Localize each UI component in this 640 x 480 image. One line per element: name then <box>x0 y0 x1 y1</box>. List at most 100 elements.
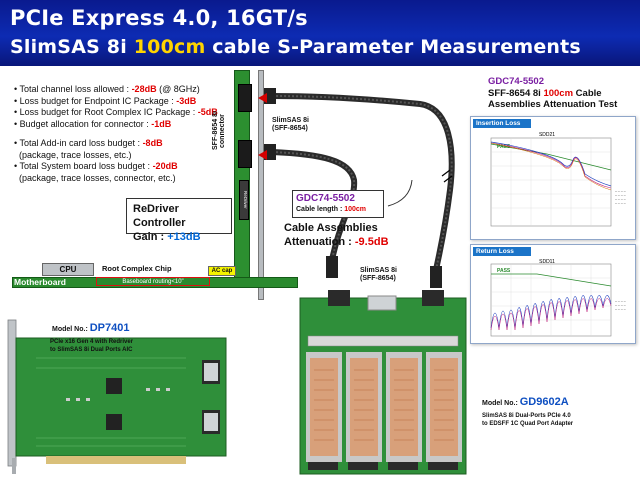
title-line-2: SlimSAS 8i 100cm cable S-Parameter Measu… <box>10 36 581 58</box>
gain-value: +13dB <box>167 231 201 243</box>
gd9602a-model: Model No.: GD9602A <box>482 396 569 408</box>
sdd11-trace-1 <box>490 295 612 329</box>
model-label: Model No.: <box>52 326 90 333</box>
bullet-text: • Loss budget for Endpoint IC Package : <box>14 95 177 106</box>
test-model: GDC74-5502 <box>488 76 544 87</box>
bullet-text: • Budget allocation for connector : <box>14 118 152 129</box>
sdd21-trace-3 <box>490 142 612 191</box>
return-loss-pass: PASS <box>497 268 511 274</box>
insertion-limit-line <box>490 143 612 171</box>
gd9602a-description: SlimSAS 8i Dual-Ports PCIe 4.0 to EDSFF 1… <box>482 412 573 428</box>
test-line-2-post: Cable <box>573 87 602 99</box>
test-line-3: Assemblies Attenuation Test <box>488 99 618 110</box>
slimsas-label-adapter: SlimSAS 8i(SFF-8654) <box>360 267 397 283</box>
redriver-gain: Gain : +13dB <box>133 230 225 244</box>
cable-model: GDC74-5502 <box>296 193 355 204</box>
baseboard-routing: Baseboard routing<10" <box>96 277 210 286</box>
root-complex-label: Root Complex Chip <box>102 264 172 273</box>
redriver-title: ReDriver Controller <box>133 203 186 229</box>
bullet-value: -5dB <box>197 107 218 117</box>
slimsas-label-card: SlimSAS 8i(SFF-8654) <box>272 117 309 133</box>
title-line-2-pre: SlimSAS 8i <box>10 36 134 58</box>
return-limit-line <box>491 273 612 287</box>
bullet-endpoint: • Loss budget for Endpoint IC Package : … <box>14 96 246 108</box>
svg-text:– – – –: – – – – <box>615 189 626 193</box>
return-loss-title: SDD11 <box>539 259 555 265</box>
sdd21-trace-1 <box>490 141 612 187</box>
bullet-addin-note: (package, trace losses, etc.) <box>14 149 132 160</box>
svg-text:– – – –: – – – – <box>615 303 626 307</box>
bullet-value: -1dB <box>151 118 172 129</box>
cable-plug-3 <box>326 256 338 278</box>
arrow-left-icon <box>258 150 267 160</box>
bullet-value: -20dB <box>152 161 178 171</box>
model-label: Model No.: <box>482 400 520 407</box>
bullet-note: (@ 8GHz) <box>156 84 200 94</box>
model-number: GD9602A <box>519 396 569 408</box>
return-loss-tab: Return Loss <box>473 247 531 256</box>
gain-label: Gain : <box>133 231 168 243</box>
sdd21-trace-2 <box>490 142 612 189</box>
insertion-loss-title: SDD21 <box>539 132 555 138</box>
test-line-2-pre: SFF-8654 8i <box>488 87 544 99</box>
bullet-system: • Total System board loss budget : -20dB <box>14 161 246 173</box>
insertion-loss-pass: PASS <box>497 144 511 150</box>
slimsas-name: SlimSAS 8i <box>272 117 309 124</box>
slimsas-sff: (SFF-8654) <box>272 125 308 132</box>
svg-text:– – – –: – – – – <box>615 299 626 303</box>
cable-model-box <box>292 190 384 218</box>
bullet-text: • Total System board loss budget : <box>14 161 153 171</box>
arrow-left-icon <box>258 93 267 103</box>
insertion-loss-plot: SDD21 PASS – – – –– – – –– – – –– – – – <box>490 132 626 227</box>
insertion-loss-panel: Insertion Loss SDD21 PASS – – – –– – – –… <box>470 116 636 240</box>
product-desc-line: to SlimSAS 8i Dual Ports AIC <box>50 347 133 353</box>
cable-assemblies-title: Cable Assemblies <box>284 222 378 234</box>
bullet-value: -28dB <box>131 84 157 94</box>
title-banner: PCIe Express 4.0, 16GT/s SlimSAS 8i 100c… <box>0 0 640 66</box>
cable-attenuation: Attenuation : -9.5dB <box>284 236 389 248</box>
title-line-2-post: cable S-Parameter Measurements <box>205 36 581 58</box>
attenuation-value: -9.5dB <box>354 236 389 248</box>
bullet-text: • Total channel loss allowed : <box>14 84 132 94</box>
attenuation-label: Attenuation : <box>284 236 355 248</box>
loss-budget-list: • Total channel loss allowed : -28dB (@ … <box>14 84 246 184</box>
bullet-text: • Total Add-in card loss budget : <box>14 138 143 148</box>
bullet-connector: • Budget allocation for connector : -1dB <box>14 119 246 131</box>
dp7401-model: Model No.: DP7401 <box>52 322 129 334</box>
ac-cap-label: AC cap <box>208 266 236 276</box>
bullet-addin: • Total Add-in card loss budget : -8dB <box>14 138 246 150</box>
product-desc-line: PCIe x16 Gen 4 with Redriver <box>50 339 134 345</box>
svg-text:– – – –: – – – – <box>615 201 626 205</box>
cable-length: Cable length : 100cm <box>296 206 366 213</box>
slimsas-name: SlimSAS 8i <box>360 267 397 274</box>
svg-text:– – – –: – – – – <box>615 307 626 311</box>
test-line-2: SFF-8654 8i 100cm Cable <box>488 88 636 100</box>
bullet-value: -8dB <box>142 138 163 148</box>
slimsas-sff: (SFF-8654) <box>360 275 396 282</box>
bullet-total-channel: • Total channel loss allowed : -28dB (@ … <box>14 84 246 96</box>
test-callout: GDC74-5502 SFF-8654 8i 100cm Cable Assem… <box>488 76 636 111</box>
redriver-chip: ReDriver <box>239 180 249 220</box>
pcie-bracket <box>258 70 264 300</box>
dp7401-description: PCIe x16 Gen 4 with Redriver to SlimSAS 8… <box>50 338 133 354</box>
title-cable-length: 100cm <box>133 36 206 58</box>
model-number: DP7401 <box>89 322 130 334</box>
product-desc-line: to EDSFF 1C Quad Port Adapter <box>482 421 574 427</box>
title-line-1: PCIe Express 4.0, 16GT/s <box>10 6 308 30</box>
motherboard-label: Motherboard <box>14 277 66 287</box>
bullet-system-note: (package, trace losses, connector, etc.) <box>14 172 176 183</box>
bullet-value: -3dB <box>176 95 197 106</box>
cable-length-value: 100cm <box>344 206 367 213</box>
svg-text:– – – –: – – – – <box>615 197 626 201</box>
connector-label: SFF-8654 8i connector <box>212 111 226 151</box>
sff-connector-bottom <box>238 140 252 168</box>
dp7401-card-image <box>7 319 227 474</box>
insertion-loss-tab: Insertion Loss <box>473 119 531 128</box>
return-loss-panel: Return Loss SDD11 PASS – – – –– – – –– –… <box>470 244 636 344</box>
svg-text:– – – –: – – – – <box>615 193 626 197</box>
sff-connector-top <box>238 84 252 112</box>
product-desc-line: SlimSAS 8i Dual-Ports PCIe 4.0 <box>482 413 571 419</box>
sdd11-trace-2 <box>490 298 612 331</box>
bullet-text: • Loss budget for Root Complex IC Packag… <box>14 107 198 117</box>
cable-plug-4 <box>430 266 442 288</box>
